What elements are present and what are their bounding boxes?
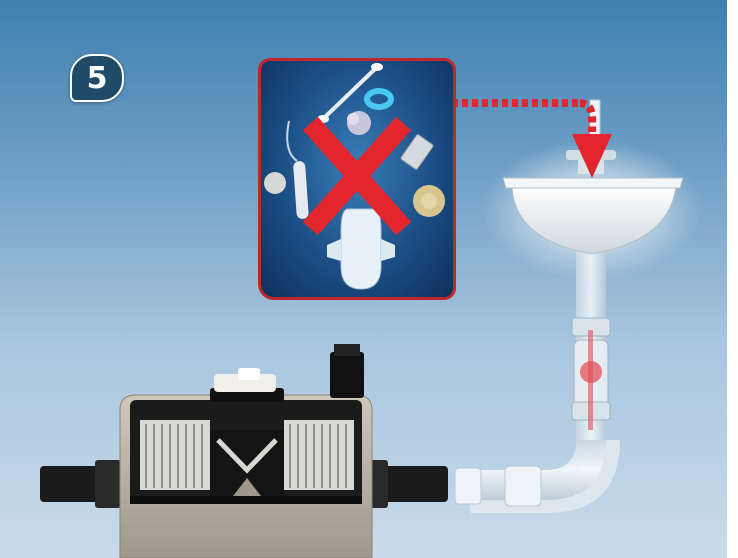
forbidden-cross-icon xyxy=(317,131,397,221)
forbidden-items-panel xyxy=(258,58,456,300)
check-valve xyxy=(572,318,610,430)
right-margin xyxy=(727,0,738,558)
hair-tie xyxy=(367,91,391,107)
tissue-paper xyxy=(347,111,371,135)
condom xyxy=(413,185,445,217)
razor-blade xyxy=(400,134,434,170)
macerator-pump xyxy=(40,344,448,558)
cotton-ball xyxy=(264,172,286,194)
forbidden-items-art xyxy=(261,61,453,297)
step-number-badge: 5 xyxy=(70,54,124,102)
step-number: 5 xyxy=(87,61,108,96)
tampon xyxy=(287,121,309,219)
